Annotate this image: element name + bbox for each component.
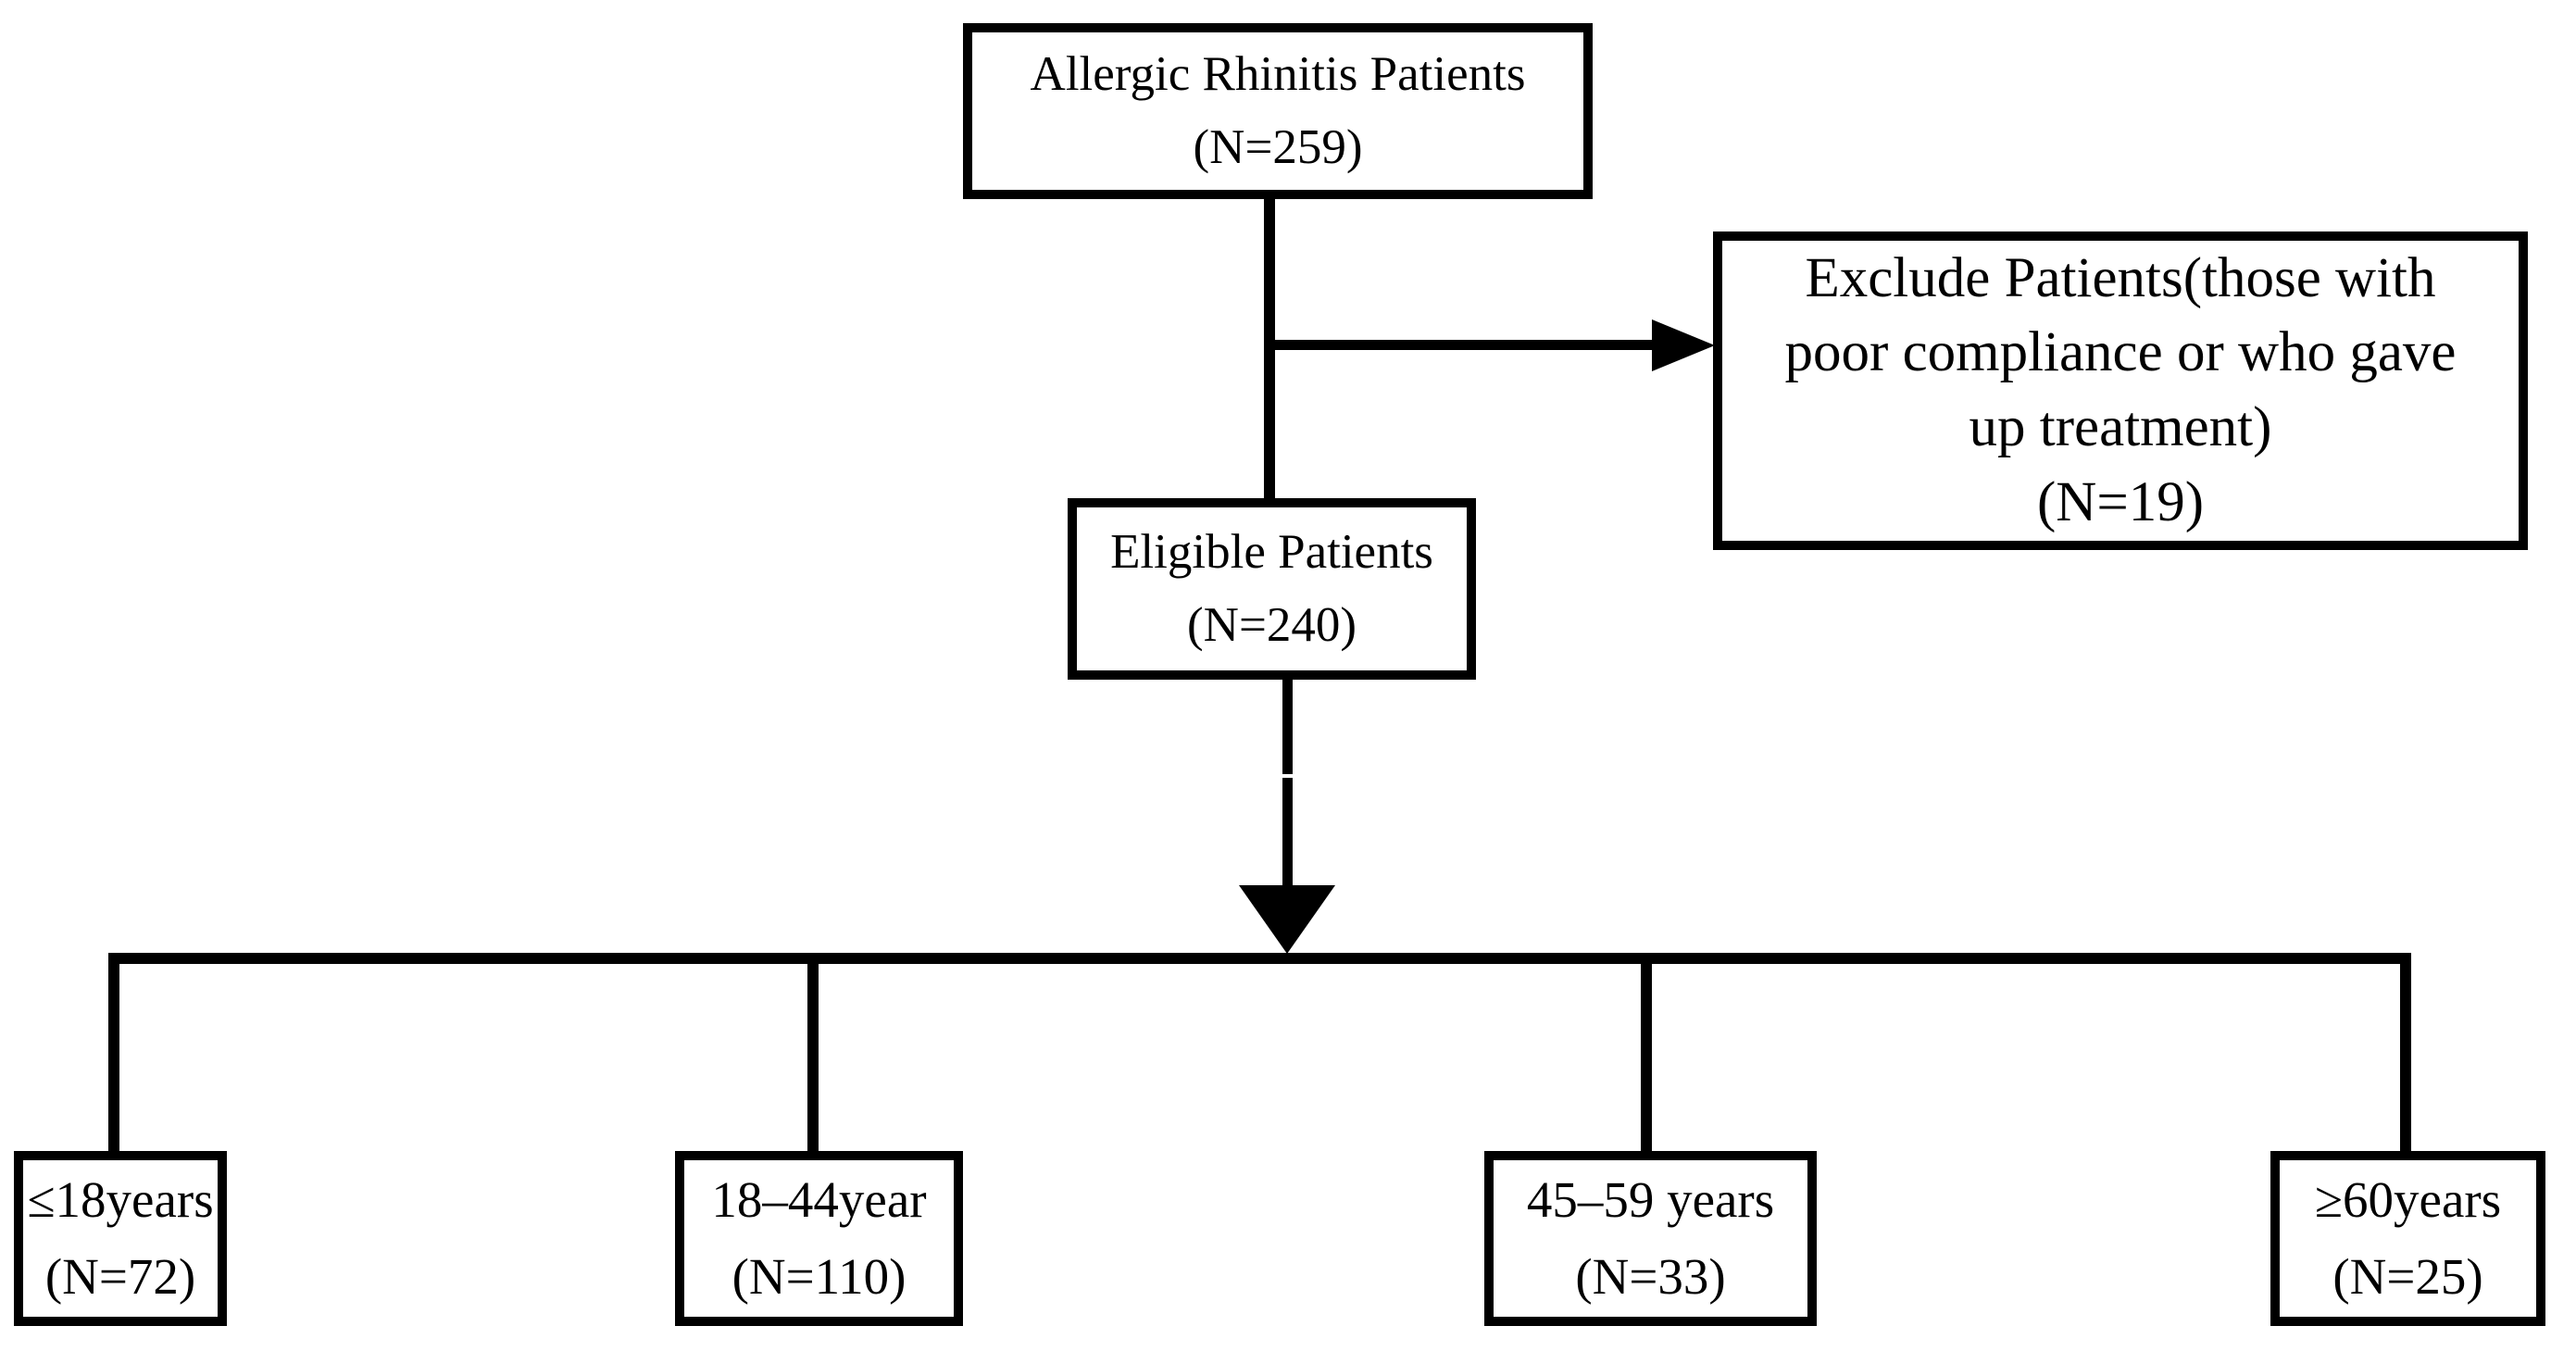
node-text-line: ≥60years [2314,1171,2502,1228]
connector-drop-age-18-44 [807,953,819,1153]
node-text-line: Exclude Patients(those with [1805,246,2436,309]
connector-branch-to-exclude [1264,340,1657,350]
connector-drop-age-under-18 [108,953,119,1153]
node-age-60-plus: ≥60years (N=25) [2270,1151,2545,1326]
connector-eligible-down-lower [1282,778,1293,889]
node-count-line: (N=33) [1575,1247,1726,1305]
node-text-line: Allergic Rhinitis Patients [1030,46,1526,101]
node-count-line: (N=72) [44,1247,196,1305]
node-age-45-59: 45–59 years (N=33) [1484,1151,1817,1326]
node-count-line: (N=259) [1193,120,1363,174]
node-text-line: 18–44year [711,1171,927,1228]
node-text-line: poor compliance or who gave [1784,321,2457,384]
node-allergic-rhinitis-patients: Allergic Rhinitis Patients (N=259) [963,23,1593,199]
node-count-line: (N=25) [2332,1247,2483,1305]
node-count-line: (N=110) [732,1247,907,1305]
arrowhead-down [1239,885,1335,954]
node-count-line: (N=240) [1187,598,1357,652]
node-text-line: 45–59 years [1526,1171,1775,1228]
node-excluded-patients: Exclude Patients(those with poor complia… [1713,231,2528,550]
connector-eligible-down-upper [1282,678,1293,774]
connector-distributor-line [108,953,2411,964]
node-text-line: ≤18years [27,1171,214,1228]
node-text-line: Eligible Patients [1110,524,1433,579]
node-eligible-patients: Eligible Patients (N=240) [1068,498,1476,680]
node-age-under-18: ≤18years (N=72) [14,1151,227,1326]
connector-drop-age-45-59 [1641,953,1652,1153]
node-count-line: (N=19) [2036,470,2205,533]
node-text-line: up treatment) [1969,396,2272,458]
arrowhead-right [1652,319,1715,371]
node-age-18-44: 18–44year (N=110) [675,1151,963,1326]
connector-drop-age-60-plus [2400,953,2411,1153]
